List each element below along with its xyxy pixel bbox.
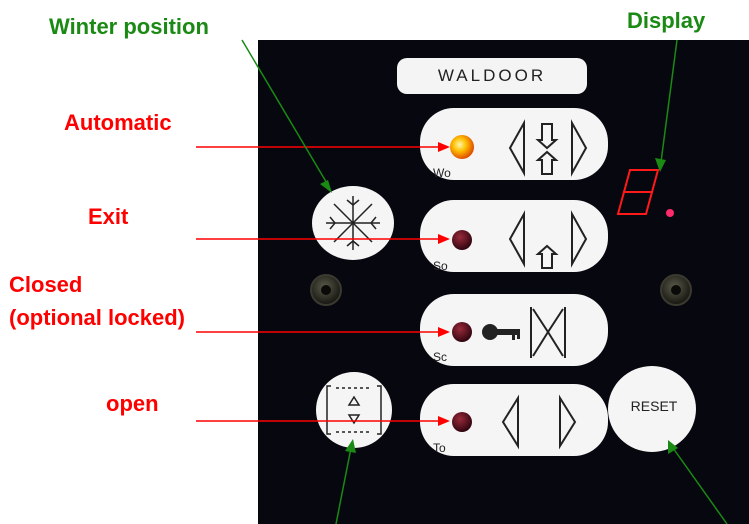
right-key-switch[interactable] [660,274,692,306]
exit-label: Exit [88,204,129,229]
open-mode-button[interactable] [420,384,608,456]
open-button-code: To [433,441,446,455]
bidirectional-door-icon [508,119,588,177]
reset-button-label: RESET [630,398,678,414]
partial-open-icon [326,385,382,435]
seven-segment-display-icon [616,169,660,215]
snowflake-icon [326,196,380,250]
left-key-switch[interactable] [310,274,342,306]
automatic-button-code: Wo [433,166,451,180]
closed-label: Closed [9,272,83,297]
exit-button-code: So [433,259,448,273]
open-led [452,412,472,432]
display-label: Display [627,8,706,33]
red-pointer-arrows [196,142,450,426]
partial-open-button[interactable] [316,372,392,448]
exit-led [452,230,472,250]
automatic-label: Automatic [64,110,172,135]
reset-button[interactable] [608,366,696,452]
closed-led [452,322,472,342]
closed-button-code: Sc [433,350,448,364]
winter-position-label: Winter position [49,14,209,39]
brand-plate: WALDOOR [397,58,587,94]
automatic-led [450,135,474,159]
open-label: open [106,391,159,416]
display-status-led [666,209,674,217]
exit-door-icon [508,210,588,269]
green-pointer-arrows [241,39,728,524]
exit-mode-button[interactable] [420,200,608,272]
closed-door-icon [530,307,566,358]
key-icon [482,324,520,340]
open-door-icon [501,394,577,450]
optional-locked-label: (optional locked) [9,305,185,330]
